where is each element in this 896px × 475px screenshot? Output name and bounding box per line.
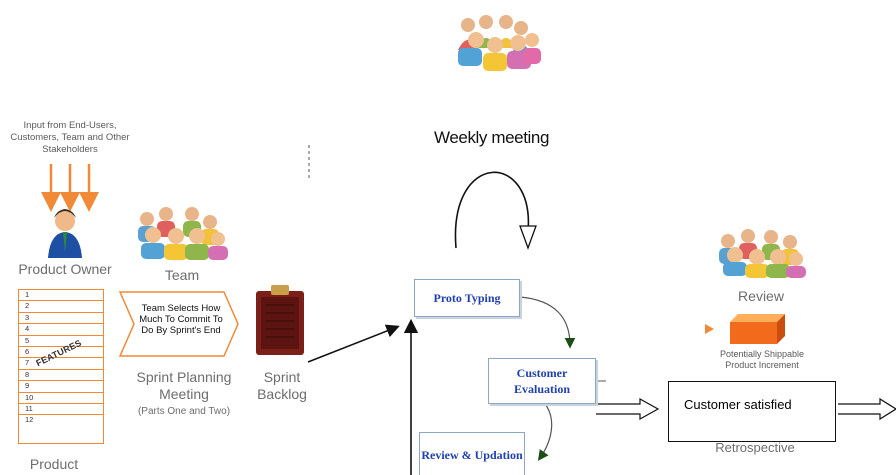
sprint-backlog-label: Sprint Backlog xyxy=(257,369,307,402)
sprint-planning-title: Sprint Planning Meeting xyxy=(136,369,232,402)
product-backlog-list: 1 2 3 4 5 6 7 8 9 10 11 12 xyxy=(18,289,104,444)
list-item: 5 xyxy=(19,336,103,347)
list-item: 3 xyxy=(19,313,103,325)
increment-label: Potentially Shippable Product Increment xyxy=(719,349,805,370)
list-item: 7 xyxy=(19,358,103,370)
list-item: 11 xyxy=(19,404,103,416)
review-team-icon xyxy=(719,229,806,278)
list-item: 4 xyxy=(19,324,103,336)
review-label: Review xyxy=(738,288,784,304)
team-label: Team xyxy=(164,267,200,283)
weekly-meeting-label: Weekly meeting xyxy=(434,128,550,147)
sprint-planning-subtitle: (Parts One and Two) xyxy=(137,406,231,417)
sprint-planning-chevron xyxy=(118,291,239,357)
product-owner-label: Product Owner xyxy=(18,261,112,277)
list-item: 12 xyxy=(25,415,34,425)
review-updation-box: Review & Updation xyxy=(419,432,525,475)
top-team-icon xyxy=(458,15,541,71)
list-item: 2 xyxy=(19,301,103,313)
list-item: 10 xyxy=(19,393,103,404)
proto-typing-box: Proto Typing xyxy=(414,279,520,317)
list-item: 1 xyxy=(19,290,103,302)
sprint-backlog-icon xyxy=(256,285,304,355)
team-icon xyxy=(138,207,228,260)
retrospective-label: Retrospective xyxy=(715,440,795,455)
increment-icon xyxy=(705,314,785,344)
product-backlog-label: Product xyxy=(29,456,79,472)
list-item: 8 xyxy=(19,370,103,382)
list-item: 9 xyxy=(19,381,103,393)
customer-evaluation-box: Customer Evaluation xyxy=(488,358,596,404)
input-text: Input from End-Users, Customers, Team an… xyxy=(10,120,130,155)
customer-satisfied-box: Customer satisfied xyxy=(668,381,836,442)
list-item: 6 xyxy=(19,347,103,359)
sprint-planning-text: Team Selects How Much To Commit To Do By… xyxy=(139,303,223,336)
product-owner-icon xyxy=(48,209,82,258)
